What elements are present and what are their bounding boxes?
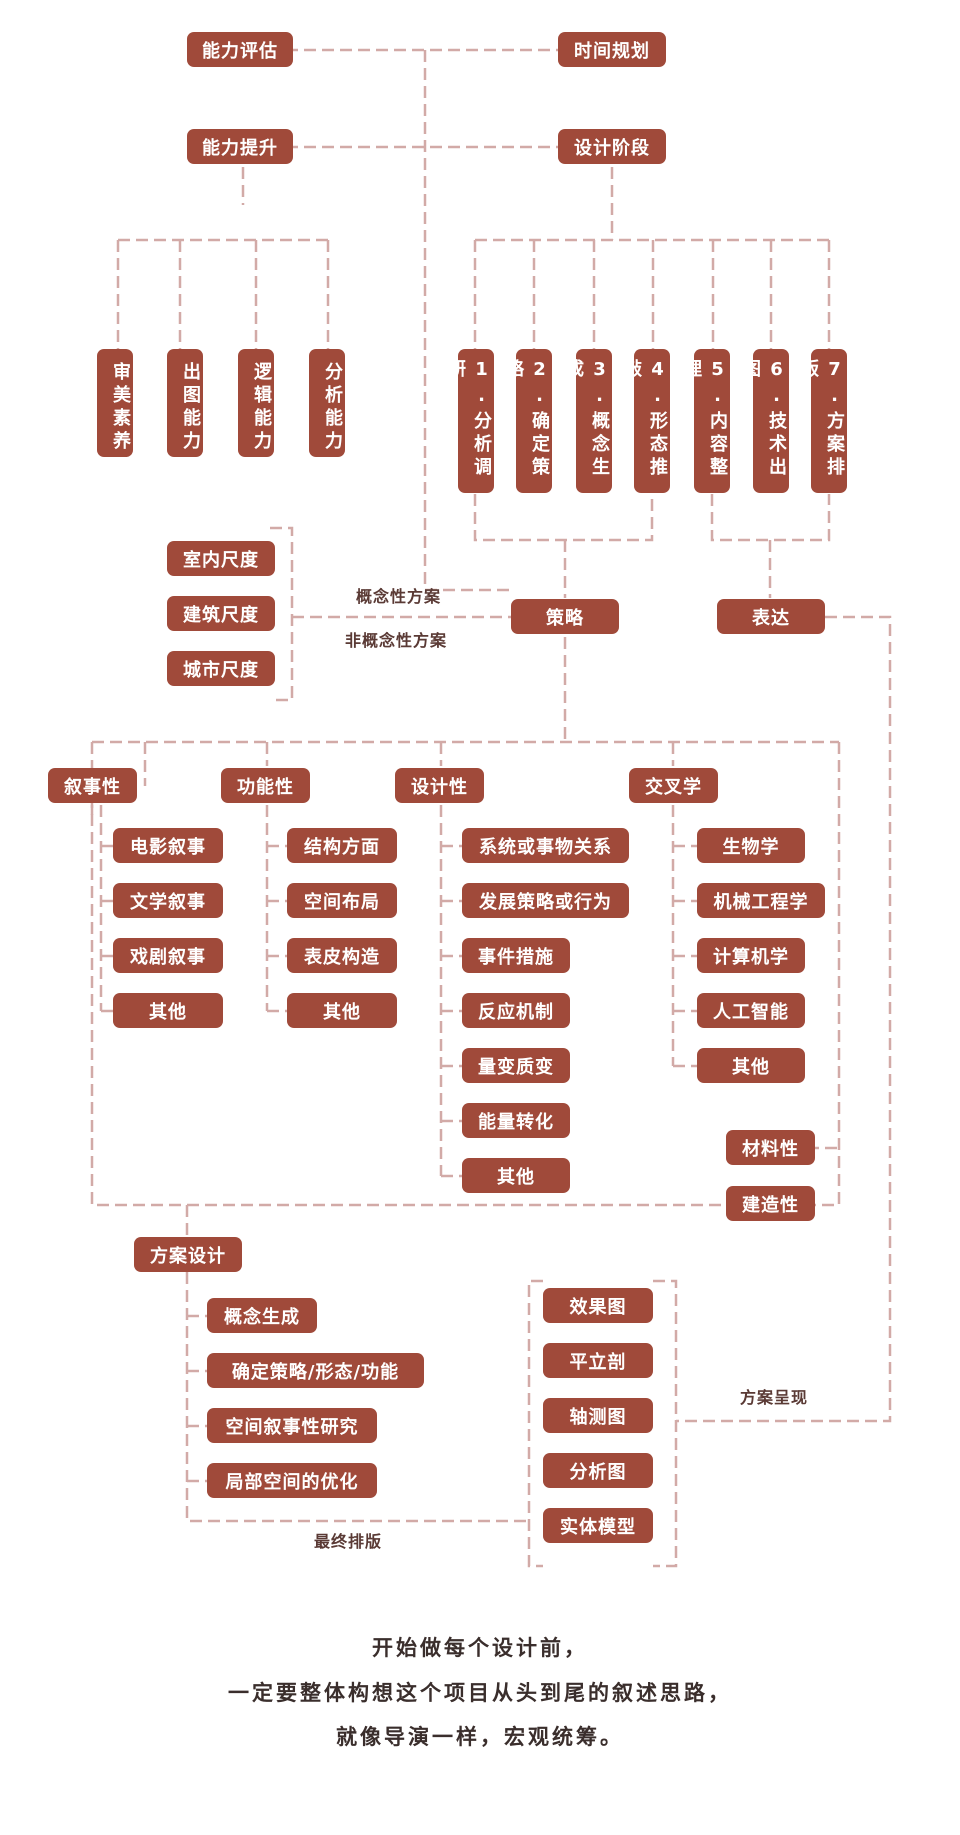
design-item-2: 发展策略或行为 <box>462 883 629 918</box>
function-item-2: 空间布局 <box>287 883 397 918</box>
narrative-item-2: 文学叙事 <box>113 883 223 918</box>
cross-item-4: 人工智能 <box>697 993 805 1028</box>
function-item-4: 其他 <box>287 993 397 1028</box>
function-item-1: 结构方面 <box>287 828 397 863</box>
ability-drawing: 出图能力 <box>167 349 203 457</box>
design-item-1: 系统或事物关系 <box>462 828 629 863</box>
scale-interior: 室内尺度 <box>167 541 275 576</box>
cross-item-1: 生物学 <box>697 828 805 863</box>
output-plan-section: 平立剖 <box>543 1343 653 1378</box>
design-item-4: 反应机制 <box>462 993 570 1028</box>
design-item-7: 其他 <box>462 1158 570 1193</box>
cross-header: 交叉学 <box>629 768 718 803</box>
caption-line-3: 就像导演一样，宏观统筹。 <box>336 1725 624 1749</box>
caption-line-2: 一定要整体构想这个项目从头到尾的叙述思路， <box>228 1681 732 1705</box>
scheme-design-item-3: 空间叙事性研究 <box>207 1408 377 1443</box>
caption-line-1: 开始做每个设计前， <box>372 1636 588 1660</box>
scheme-design-item-2: 确定策略/形态/功能 <box>207 1353 424 1388</box>
design-stage-box: 设计阶段 <box>558 129 666 164</box>
ability-logic: 逻辑能力 <box>238 349 274 457</box>
scheme-present-label: 方案呈现 <box>740 1388 809 1407</box>
cross-item-2: 机械工程学 <box>697 883 825 918</box>
final-layout-label: 最终排版 <box>314 1532 383 1551</box>
expression-box: 表达 <box>717 599 825 634</box>
narrative-item-4: 其他 <box>113 993 223 1028</box>
non-concept-scheme-label: 非概念性方案 <box>345 631 448 650</box>
function-header: 功能性 <box>221 768 310 803</box>
stage-3: 3.概念生成 <box>563 349 612 493</box>
narrative-item-3: 戏剧叙事 <box>113 938 223 973</box>
scheme-design-item-4: 局部空间的优化 <box>207 1463 377 1498</box>
stage-2: 2.确定策略 <box>503 349 552 493</box>
design-header: 设计性 <box>395 768 484 803</box>
design-item-6: 能量转化 <box>462 1103 570 1138</box>
design-item-3: 事件措施 <box>462 938 570 973</box>
material-box: 材料性 <box>726 1130 815 1165</box>
output-analysis: 分析图 <box>543 1453 653 1488</box>
stage-5: 5.内容整理 <box>681 349 730 493</box>
ability-analysis: 分析能力 <box>309 349 345 457</box>
cross-item-5: 其他 <box>697 1048 805 1083</box>
construction-box: 建造性 <box>726 1186 815 1221</box>
ability-up-box: 能力提升 <box>187 129 293 164</box>
ability-aesthetics: 审美素养 <box>97 349 133 457</box>
function-item-3: 表皮构造 <box>287 938 397 973</box>
stage-6: 6.技术出图 <box>740 349 789 493</box>
stage-4: 4.形态推敲 <box>621 349 670 493</box>
narrative-item-1: 电影叙事 <box>113 828 223 863</box>
narrative-header: 叙事性 <box>48 768 137 803</box>
design-item-5: 量变质变 <box>462 1048 570 1083</box>
stage-1: 1.分析调研 <box>445 349 494 493</box>
ability-eval-box: 能力评估 <box>187 32 293 67</box>
concept-scheme-label: 概念性方案 <box>356 587 442 606</box>
time-plan-box: 时间规划 <box>558 32 666 67</box>
output-physical-model: 实体模型 <box>543 1508 653 1543</box>
cross-item-3: 计算机学 <box>697 938 805 973</box>
scheme-design-header: 方案设计 <box>134 1237 242 1272</box>
stage-7: 7.方案排版 <box>798 349 847 493</box>
strategy-box: 策略 <box>511 599 619 634</box>
scale-city: 城市尺度 <box>167 651 275 686</box>
scale-building: 建筑尺度 <box>167 596 275 631</box>
output-axonometric: 轴测图 <box>543 1398 653 1433</box>
scheme-design-item-1: 概念生成 <box>207 1298 317 1333</box>
output-rendering: 效果图 <box>543 1288 653 1323</box>
